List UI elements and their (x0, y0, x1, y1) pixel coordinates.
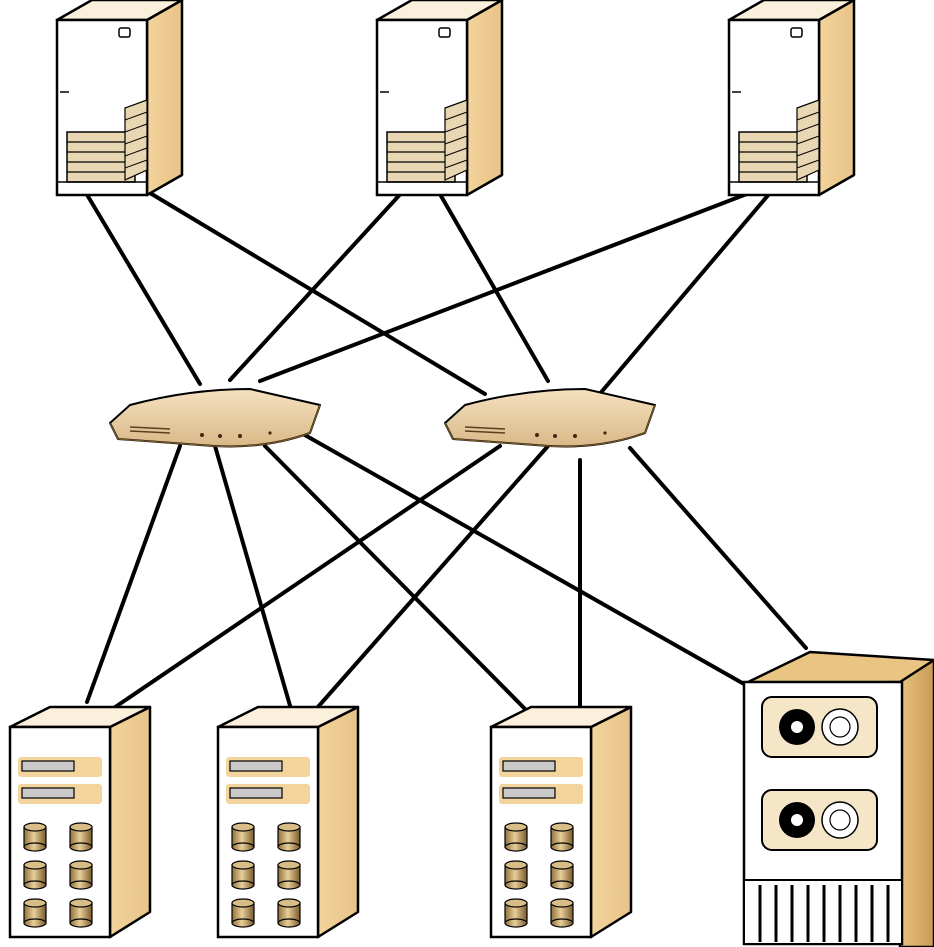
tape-library-icon (742, 650, 934, 947)
disk-array-icon (218, 707, 358, 937)
link-switch-1-tape-library (294, 428, 746, 686)
link-switch-2-storage-1 (100, 444, 502, 718)
link-switch-1-storage-2 (213, 444, 295, 718)
link-server-1-switch-2 (148, 191, 487, 396)
link-server-1-switch-1 (84, 191, 202, 386)
link-server-2-switch-2 (435, 187, 550, 383)
link-server-3-switch-1 (258, 185, 767, 383)
link-switch-1-storage-3 (263, 444, 534, 718)
link-server-3-switch-2 (596, 185, 777, 398)
disk-array-icon (10, 707, 150, 937)
link-switch-1-storage-1 (85, 444, 182, 704)
link-switch-2-tape-library (628, 446, 808, 650)
tower-server-icon (55, 0, 184, 197)
disk-array-icon (491, 707, 631, 937)
link-switch-2-storage-2 (308, 444, 550, 718)
tower-server-icon (375, 0, 504, 197)
network-switch-icon (109, 388, 321, 448)
tower-server-icon (727, 0, 856, 197)
network-switch-icon (444, 388, 656, 448)
link-server-2-switch-1 (228, 187, 407, 382)
connection-lines (84, 185, 808, 718)
